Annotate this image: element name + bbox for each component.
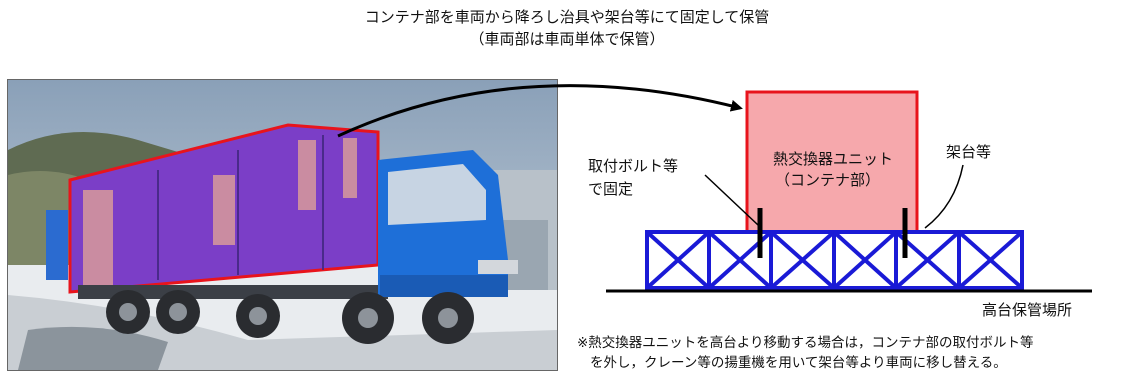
- note-line-1: ※熱交換器ユニットを高台より移動する場合は，コンテナ部の取付ボルト等: [577, 335, 1034, 351]
- unit-label-line-2: （コンテナ部）: [775, 171, 881, 189]
- stand-leader-line: [924, 164, 964, 229]
- stand-truss: [645, 230, 1024, 290]
- unit-label-line-1: 熱交換器ユニット: [773, 150, 894, 168]
- bolt-leader-line: [704, 174, 759, 226]
- caption-line-1: コンテナ部を車両から降ろし治具や架台等にて固定して保管: [364, 8, 770, 26]
- heat-exchanger-unit-box: [745, 90, 919, 234]
- note-line-2: を外し，クレーン等の揚重機を用いて架台等より車両に移し替える。: [590, 355, 1007, 371]
- ground-label: 高台保管場所: [982, 301, 1073, 319]
- caption-line-2: （車両部は車両単体で保管）: [469, 30, 665, 48]
- bolt-label-line-1: 取付ボルト等: [588, 157, 679, 175]
- truck-illustration: [8, 80, 557, 370]
- bolt-label-line-2: で固定: [588, 180, 634, 198]
- truck-photo: [7, 79, 558, 371]
- transfer-arrow: [337, 84, 743, 138]
- stand-label: 架台等: [946, 143, 992, 161]
